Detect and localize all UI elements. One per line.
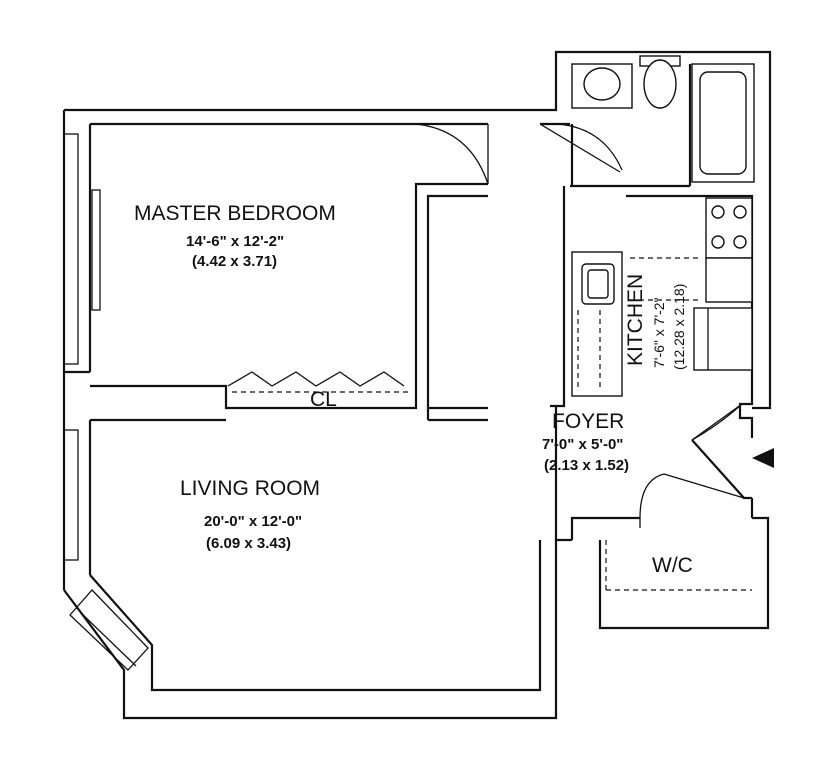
kitchen-fixtures (571, 197, 753, 397)
entry-arrow-icon (752, 448, 774, 468)
kitchen-dim-metric: (12.28 x 2.18) (671, 284, 687, 370)
living-room-dim-imperial: 20'-0" x 12'-0" (204, 513, 302, 530)
wc-label: W/C (652, 554, 693, 577)
living-room-name: LIVING ROOM (180, 477, 320, 500)
kitchen-dim-imperial: 7'-6" x 7'-2" (651, 297, 667, 368)
living-room-dim-metric: (6.09 x 3.43) (206, 535, 291, 552)
kitchen-name: KITCHEN (624, 274, 647, 366)
bath-sink (583, 67, 621, 101)
closet-label: CL (310, 388, 337, 411)
refrigerator (693, 307, 753, 371)
master-bedroom-dim-imperial: 14'-6" x 12'-2" (186, 233, 284, 250)
foyer-dim-imperial: 7'-0" x 5'-0" (542, 436, 623, 453)
toilet-bowl (643, 59, 677, 109)
bathroom-fixtures (571, 55, 755, 183)
master-bedroom-name: MASTER BEDROOM (134, 202, 336, 225)
doors (415, 123, 745, 519)
foyer-name: FOYER (552, 410, 624, 433)
interior-walls (64, 64, 754, 591)
master-bedroom-dim-metric: (4.42 x 3.71) (192, 253, 277, 270)
stove (705, 197, 753, 259)
room-labels: MASTER BEDROOM 14'-6" x 12'-2" (4.42 x 3… (134, 202, 693, 577)
counter-right (705, 257, 753, 303)
foyer-dim-metric: (2.13 x 1.52) (544, 457, 629, 474)
exterior-walls (62, 50, 772, 720)
